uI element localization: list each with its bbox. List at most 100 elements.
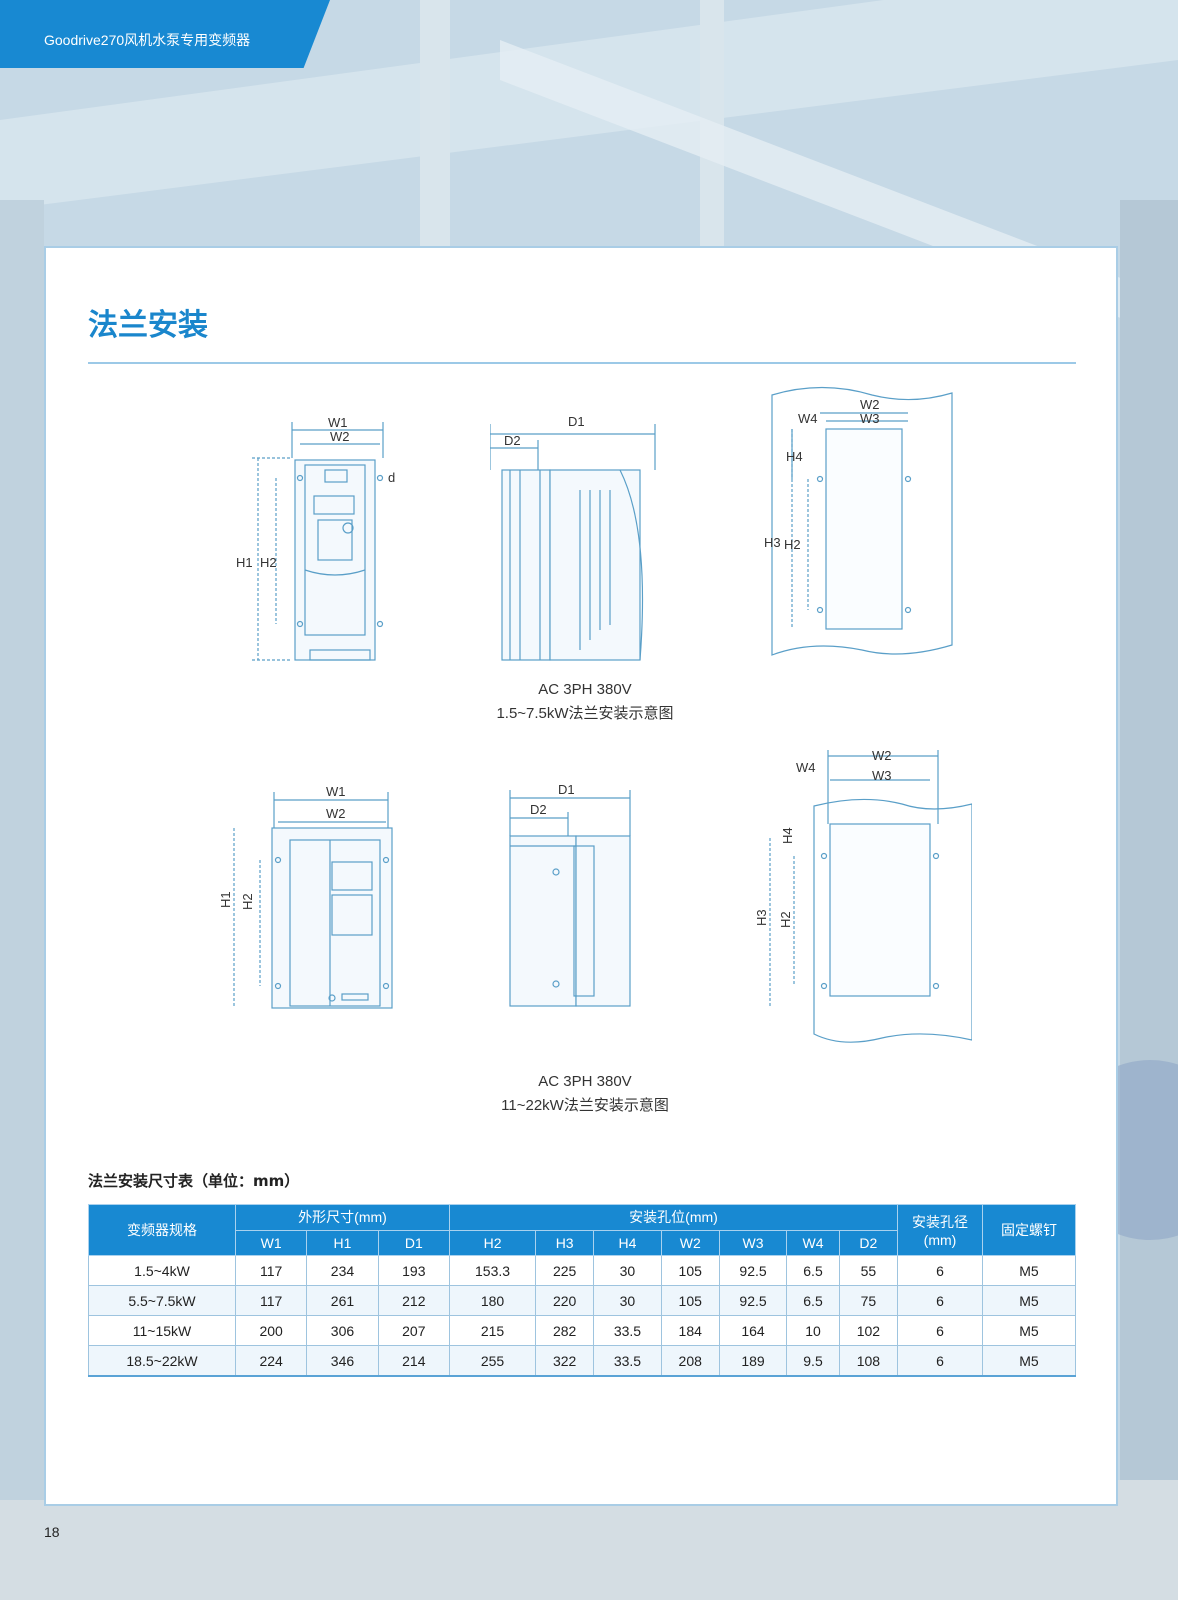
flange-dimensions-table: 变频器规格 外形尺寸(mm) 安装孔位(mm) 安装孔径(mm) 固定螺钉 W1… (88, 1204, 1076, 1377)
page-number: 18 (44, 1524, 60, 1540)
cell: 117 (234, 1255, 308, 1286)
label-w2-large-cutout: W2 (872, 748, 892, 763)
caption-small-line1: AC 3PH 380V (538, 681, 632, 698)
label-d2: D2 (504, 433, 521, 448)
label-w2: W2 (330, 429, 350, 444)
subheader-w3: W3 (718, 1229, 788, 1256)
table-header-row-1: 变频器规格 外形尺寸(mm) 安装孔位(mm) 安装孔径(mm) 固定螺钉 (88, 1204, 1076, 1256)
subheader-h4: H4 (593, 1229, 662, 1256)
table-row: 5.5~7.5kW 117 261 212 180 220 30 105 92.… (88, 1285, 1076, 1316)
cell: 322 (535, 1345, 595, 1377)
label-d: d (388, 470, 395, 485)
subheader-h2: H2 (449, 1229, 537, 1256)
header-model: 变频器规格 (88, 1204, 236, 1256)
cell: 261 (306, 1285, 379, 1316)
diagram-caption-small: AC 3PH 380V 1.5~7.5kW法兰安装示意图 (470, 678, 700, 726)
subheader-w2: W2 (660, 1229, 720, 1256)
cell: 215 (449, 1315, 537, 1346)
cell: 105 (660, 1255, 720, 1286)
cell: 164 (718, 1315, 788, 1346)
label-h2-large: H2 (240, 893, 255, 910)
cell: 153.3 (449, 1255, 537, 1286)
label-h1: H1 (236, 555, 253, 570)
label-w4-large: W4 (796, 760, 816, 775)
cell: 11~15kW (88, 1315, 236, 1346)
cell: 208 (660, 1345, 720, 1377)
label-w3: W3 (860, 411, 880, 426)
label-d1: D1 (568, 414, 585, 429)
front-view-small-diagram: W1 W2 H1 H2 d (236, 415, 395, 661)
label-h1-large: H1 (220, 891, 233, 908)
header-tab (0, 0, 330, 68)
table-caption: 法兰安装尺寸表（单位：mm） (88, 1172, 300, 1190)
label-w1: W1 (328, 415, 348, 430)
cell: 33.5 (593, 1345, 662, 1377)
label-w2-large: W2 (326, 806, 346, 821)
subheader-h1: H1 (306, 1229, 379, 1256)
cell: M5 (982, 1345, 1076, 1377)
label-h4-large: H4 (780, 827, 795, 844)
cell: 105 (660, 1285, 720, 1316)
cell: 5.5~7.5kW (88, 1285, 236, 1316)
label-h3-large: H3 (754, 909, 769, 926)
label-h2-cutout: H2 (784, 537, 801, 552)
label-h4: H4 (786, 449, 803, 464)
label-d2-large: D2 (530, 802, 547, 817)
header-hole-dia: 安装孔径(mm) (897, 1204, 983, 1256)
cell: 117 (234, 1285, 308, 1316)
cell: 184 (660, 1315, 720, 1346)
cell: 214 (377, 1345, 451, 1377)
header-holes: 安装孔位(mm) (449, 1204, 898, 1231)
cell: 92.5 (718, 1285, 788, 1316)
label-h3: H3 (764, 535, 781, 550)
cell: 1.5~4kW (88, 1255, 236, 1286)
subheader-w1: W1 (234, 1229, 308, 1256)
table-header-row-2: W1 H1 D1 H2 H3 H4 W2 W3 W4 D2 (89, 1229, 1076, 1256)
cell: 6 (897, 1315, 983, 1346)
cell: 6 (897, 1255, 983, 1286)
cell: 75 (838, 1285, 899, 1316)
cell: M5 (982, 1315, 1076, 1346)
cell: 33.5 (593, 1315, 662, 1346)
cell: 18.5~22kW (88, 1345, 236, 1377)
cell: 6 (897, 1285, 983, 1316)
cell: 180 (449, 1285, 537, 1316)
label-d1-large: D1 (558, 784, 575, 797)
subheader-w4: W4 (786, 1229, 840, 1256)
side-view-small-diagram: D1 D2 (490, 414, 656, 661)
cell: 92.5 (718, 1255, 788, 1286)
caption-large-line2: 11~22kW法兰安装示意图 (501, 1097, 669, 1114)
cell: 220 (535, 1285, 595, 1316)
cell: 346 (306, 1345, 379, 1377)
subheader-d1: D1 (377, 1229, 451, 1256)
table-row: 18.5~22kW 224 346 214 255 322 33.5 208 1… (88, 1345, 1076, 1377)
label-w1-large: W1 (326, 784, 346, 799)
cell: 30 (593, 1255, 662, 1286)
label-w2-cutout: W2 (860, 397, 880, 412)
cell: 6.5 (786, 1255, 840, 1286)
panel-cutout-large-diagram: W2 W3 W4 H4 H3 H2 (754, 748, 972, 1043)
header-screw: 固定螺钉 (982, 1204, 1076, 1256)
table-row: 11~15kW 200 306 207 215 282 33.5 184 164… (88, 1315, 1076, 1346)
caption-small-line2: 1.5~7.5kW法兰安装示意图 (496, 705, 674, 722)
section-title: 法兰安装 (88, 308, 208, 343)
cell: 30 (593, 1285, 662, 1316)
cell: 200 (234, 1315, 308, 1346)
label-h2-large-cutout: H2 (778, 911, 793, 928)
label-w3-large: W3 (872, 768, 892, 783)
cell: 306 (306, 1315, 379, 1346)
cell: M5 (982, 1255, 1076, 1286)
cell: 108 (838, 1345, 899, 1377)
side-view-large-diagram: D1 D2 (509, 784, 631, 1007)
cell: 225 (535, 1255, 595, 1286)
cell: 255 (449, 1345, 537, 1377)
label-h2: H2 (260, 555, 277, 570)
cell: 102 (838, 1315, 899, 1346)
cell: 55 (838, 1255, 899, 1286)
cell: 6 (897, 1345, 983, 1377)
cell: 282 (535, 1315, 595, 1346)
cell: 193 (377, 1255, 451, 1286)
front-view-large-diagram: W1 W2 H1 H2 (220, 784, 393, 1009)
label-w4: W4 (798, 411, 818, 426)
caption-large-line1: AC 3PH 380V (538, 1073, 632, 1090)
